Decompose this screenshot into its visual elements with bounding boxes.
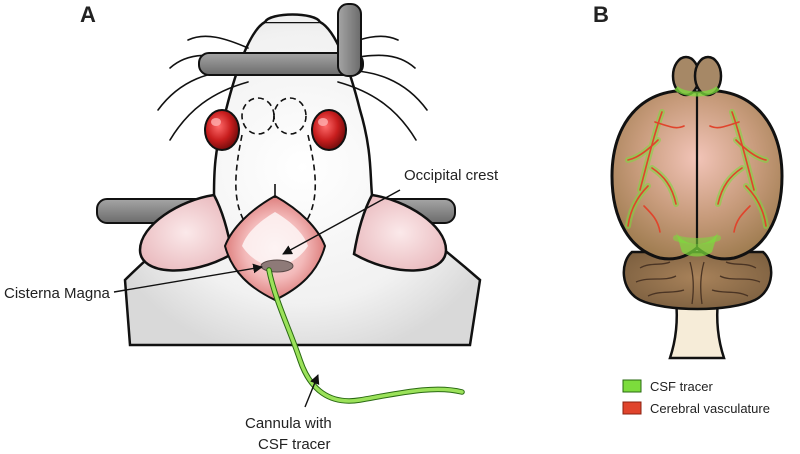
legend-label-vessels: Cerebral vasculature: [650, 401, 770, 416]
cerebellum: [622, 250, 773, 311]
occipital-crest-label: Occipital crest: [404, 167, 499, 184]
left-eye-highlight: [211, 118, 221, 126]
cannula-arrow: [304, 374, 320, 408]
cerebral-vessels: [627, 111, 767, 233]
cisterna-magna-label: Cisterna Magna: [4, 285, 111, 302]
cannula-label-line2: CSF tracer: [258, 436, 331, 453]
brainstem: [668, 298, 726, 360]
panel-b-label: B: [593, 2, 609, 27]
panel-a-label: A: [80, 2, 96, 27]
legend-item: CSF tracer: [622, 379, 714, 394]
cisterna-magna-site: [260, 259, 294, 273]
right-eye-highlight: [318, 118, 328, 126]
legend: CSF tracer Cerebral vasculature: [622, 379, 770, 416]
olfactory-csf: [674, 85, 720, 97]
mouse-nose: [263, 13, 322, 23]
right-eye: [311, 109, 347, 151]
nose-bar: [198, 52, 364, 76]
occipital-crest-arrow: [282, 189, 401, 255]
legend-item: Cerebral vasculature: [622, 401, 770, 416]
vertical-post: [337, 3, 362, 77]
right-ear: [352, 193, 448, 272]
cannula-tube-fill: [267, 268, 464, 403]
skull-outline: [235, 97, 317, 231]
cisterna-magna-arrow: [113, 263, 263, 293]
panel-a: A: [4, 2, 499, 453]
left-eye: [204, 109, 240, 151]
csf-pool: [676, 232, 718, 257]
legend-label-csf: CSF tracer: [650, 379, 714, 394]
legend-swatch-vessels: [622, 401, 642, 415]
legend-swatch-csf: [622, 379, 642, 393]
left-ear: [138, 193, 234, 272]
panel-b: B: [593, 2, 784, 416]
cerebellum-folia: [635, 261, 761, 305]
cannula-label-line1: Cannula with: [245, 415, 332, 432]
